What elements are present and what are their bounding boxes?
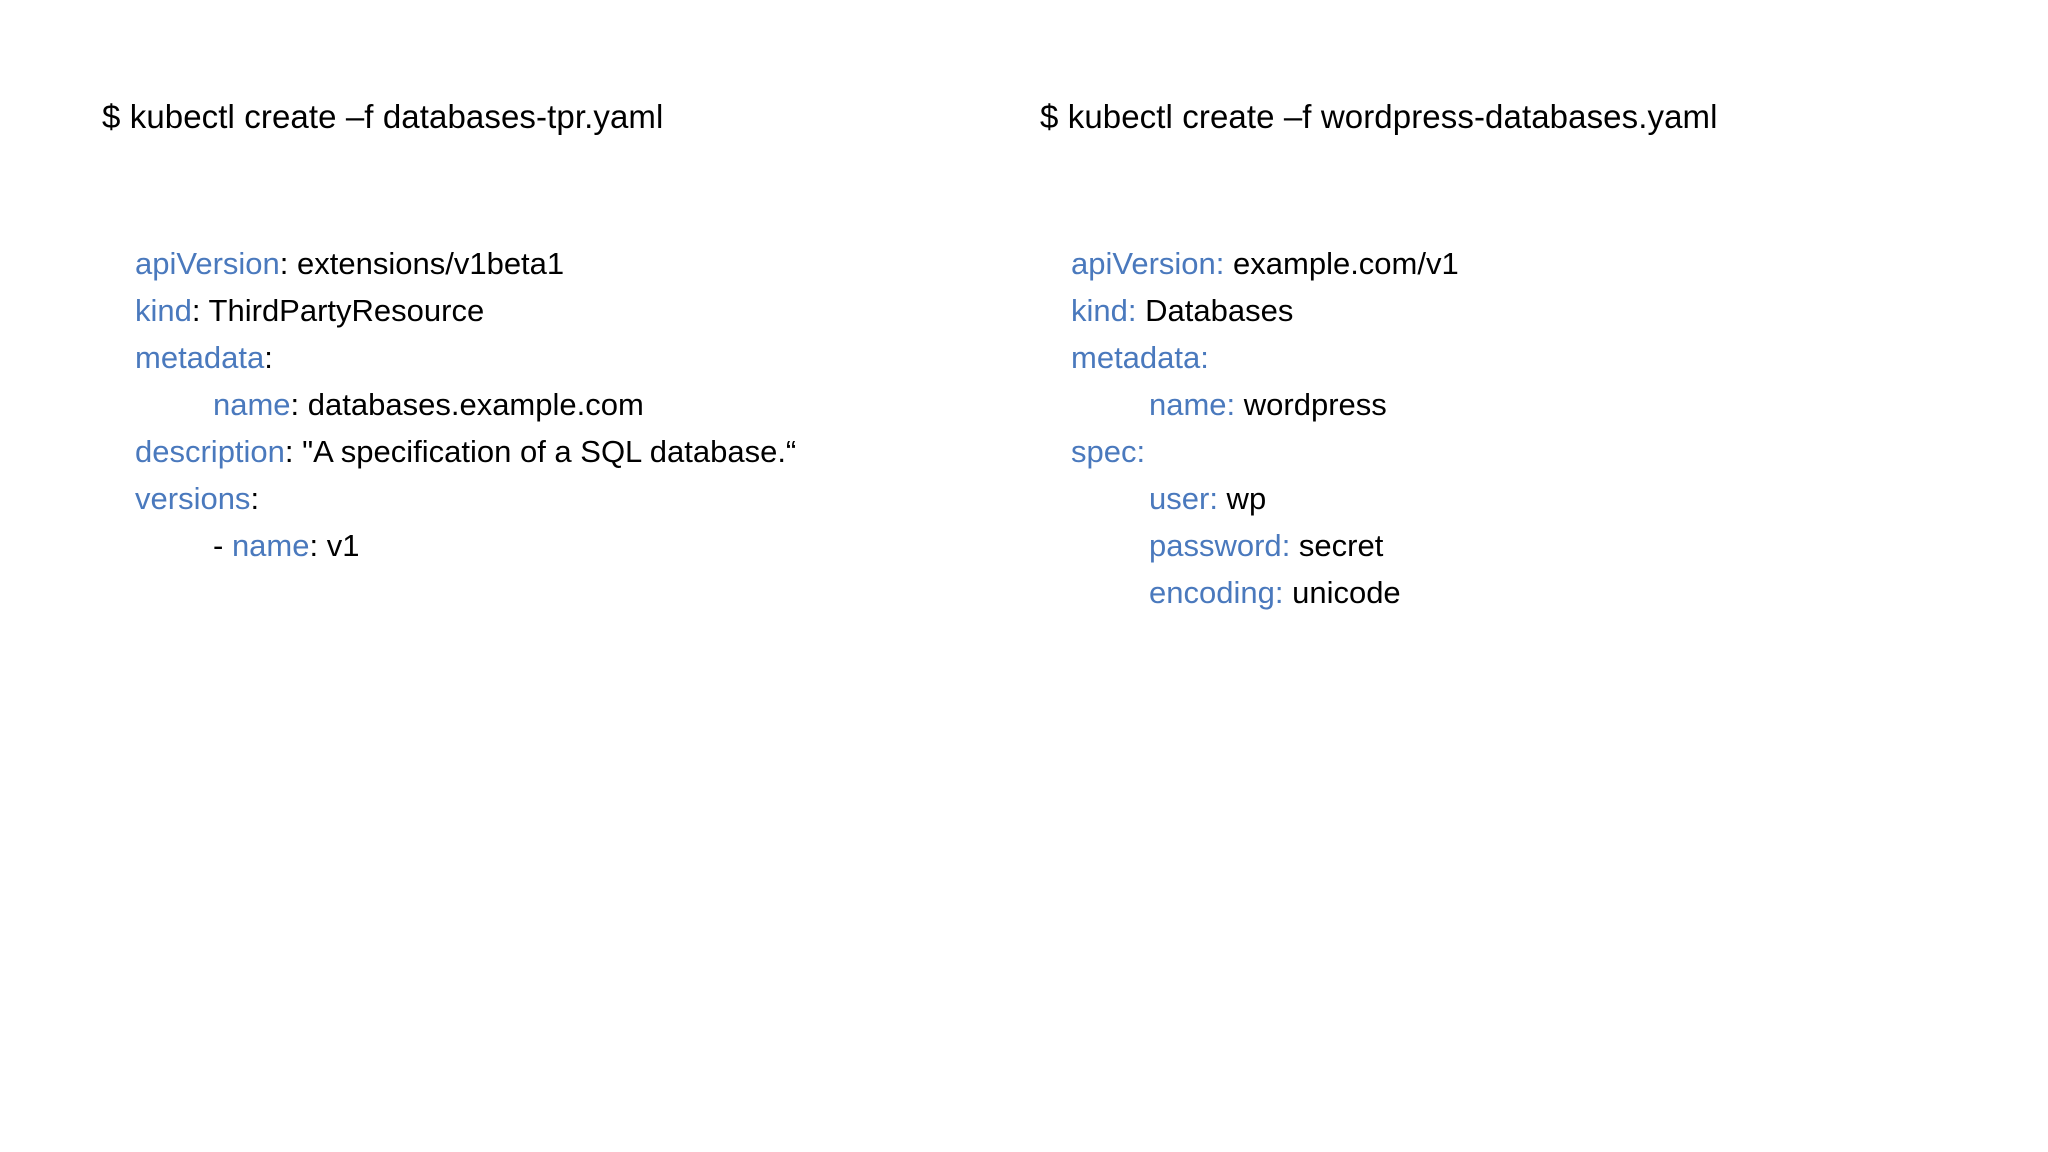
yaml-line: password: secret (1071, 522, 1459, 569)
yaml-key: apiVersion (135, 246, 280, 281)
yaml-colon: : (279, 246, 289, 281)
yaml-line: - name: v1 (135, 522, 796, 569)
yaml-line: name: databases.example.com (135, 381, 796, 428)
yaml-list-dash: - (213, 528, 232, 563)
yaml-value: ThirdPartyResource (200, 293, 485, 328)
yaml-line: metadata: (1071, 334, 1459, 381)
yaml-colon: : (191, 293, 201, 328)
yaml-key: name (213, 387, 291, 422)
yaml-value: v1 (318, 528, 360, 563)
command-heading-right: $ kubectl create –f wordpress-databases.… (1040, 98, 1718, 135)
yaml-colon: : (1127, 293, 1137, 328)
yaml-line: user: wp (1071, 475, 1459, 522)
yaml-key: name (231, 528, 310, 563)
yaml-colon: : (1209, 481, 1218, 516)
yaml-value: Databases (1136, 293, 1294, 328)
yaml-key: kind (135, 293, 192, 328)
yaml-key: encoding (1149, 575, 1275, 610)
yaml-key: kind (1071, 293, 1128, 328)
yaml-colon: : (1136, 434, 1146, 469)
yaml-value: unicode (1283, 575, 1401, 610)
yaml-colon: : (1200, 340, 1209, 375)
yaml-line: name: wordpress (1071, 381, 1459, 428)
yaml-line: spec: (1071, 428, 1459, 475)
command-heading-left: $ kubectl create –f databases-tpr.yaml (102, 98, 664, 135)
yaml-line: kind: ThirdPartyResource (135, 287, 796, 334)
yaml-line: description: "A specification of a SQL d… (135, 428, 796, 475)
yaml-colon: : (309, 528, 319, 563)
yaml-key: spec (1071, 434, 1137, 469)
yaml-colon: : (250, 481, 260, 516)
yaml-colon: : (1281, 528, 1291, 563)
yaml-key: description (135, 434, 285, 469)
yaml-value: secret (1290, 528, 1384, 563)
yaml-key: versions (135, 481, 251, 516)
yaml-line: metadata: (135, 334, 796, 381)
yaml-colon: : (264, 340, 273, 375)
column-right: $ kubectl create –f wordpress-databases.… (1024, 0, 2048, 1152)
yaml-key: metadata (1071, 340, 1201, 375)
yaml-value: databases.example.com (299, 387, 644, 422)
yaml-line: versions: (135, 475, 796, 522)
yaml-line: encoding: unicode (1071, 569, 1459, 616)
column-left: $ kubectl create –f databases-tpr.yaml a… (102, 98, 796, 569)
yaml-key: metadata (135, 340, 265, 375)
yaml-colon: : (1215, 246, 1225, 281)
yaml-value: wp (1217, 481, 1267, 516)
yaml-colon: : (290, 387, 300, 422)
yaml-line: kind: Databases (1071, 287, 1459, 334)
yaml-value: wordpress (1235, 387, 1387, 422)
yaml-value: "A specification of a SQL database.“ (293, 434, 797, 469)
yaml-line: apiVersion: extensions/v1beta1 (135, 240, 796, 287)
yaml-value: example.com/v1 (1224, 246, 1459, 281)
yaml-colon: : (284, 434, 294, 469)
yaml-key: user (1149, 481, 1210, 516)
yaml-colon: : (1274, 575, 1284, 610)
yaml-colon: : (1226, 387, 1236, 422)
yaml-value: extensions/v1beta1 (288, 246, 565, 281)
yaml-key: apiVersion (1071, 246, 1216, 281)
yaml-key: name (1149, 387, 1227, 422)
yaml-line: apiVersion: example.com/v1 (1071, 240, 1459, 287)
yaml-key: password (1149, 528, 1282, 563)
